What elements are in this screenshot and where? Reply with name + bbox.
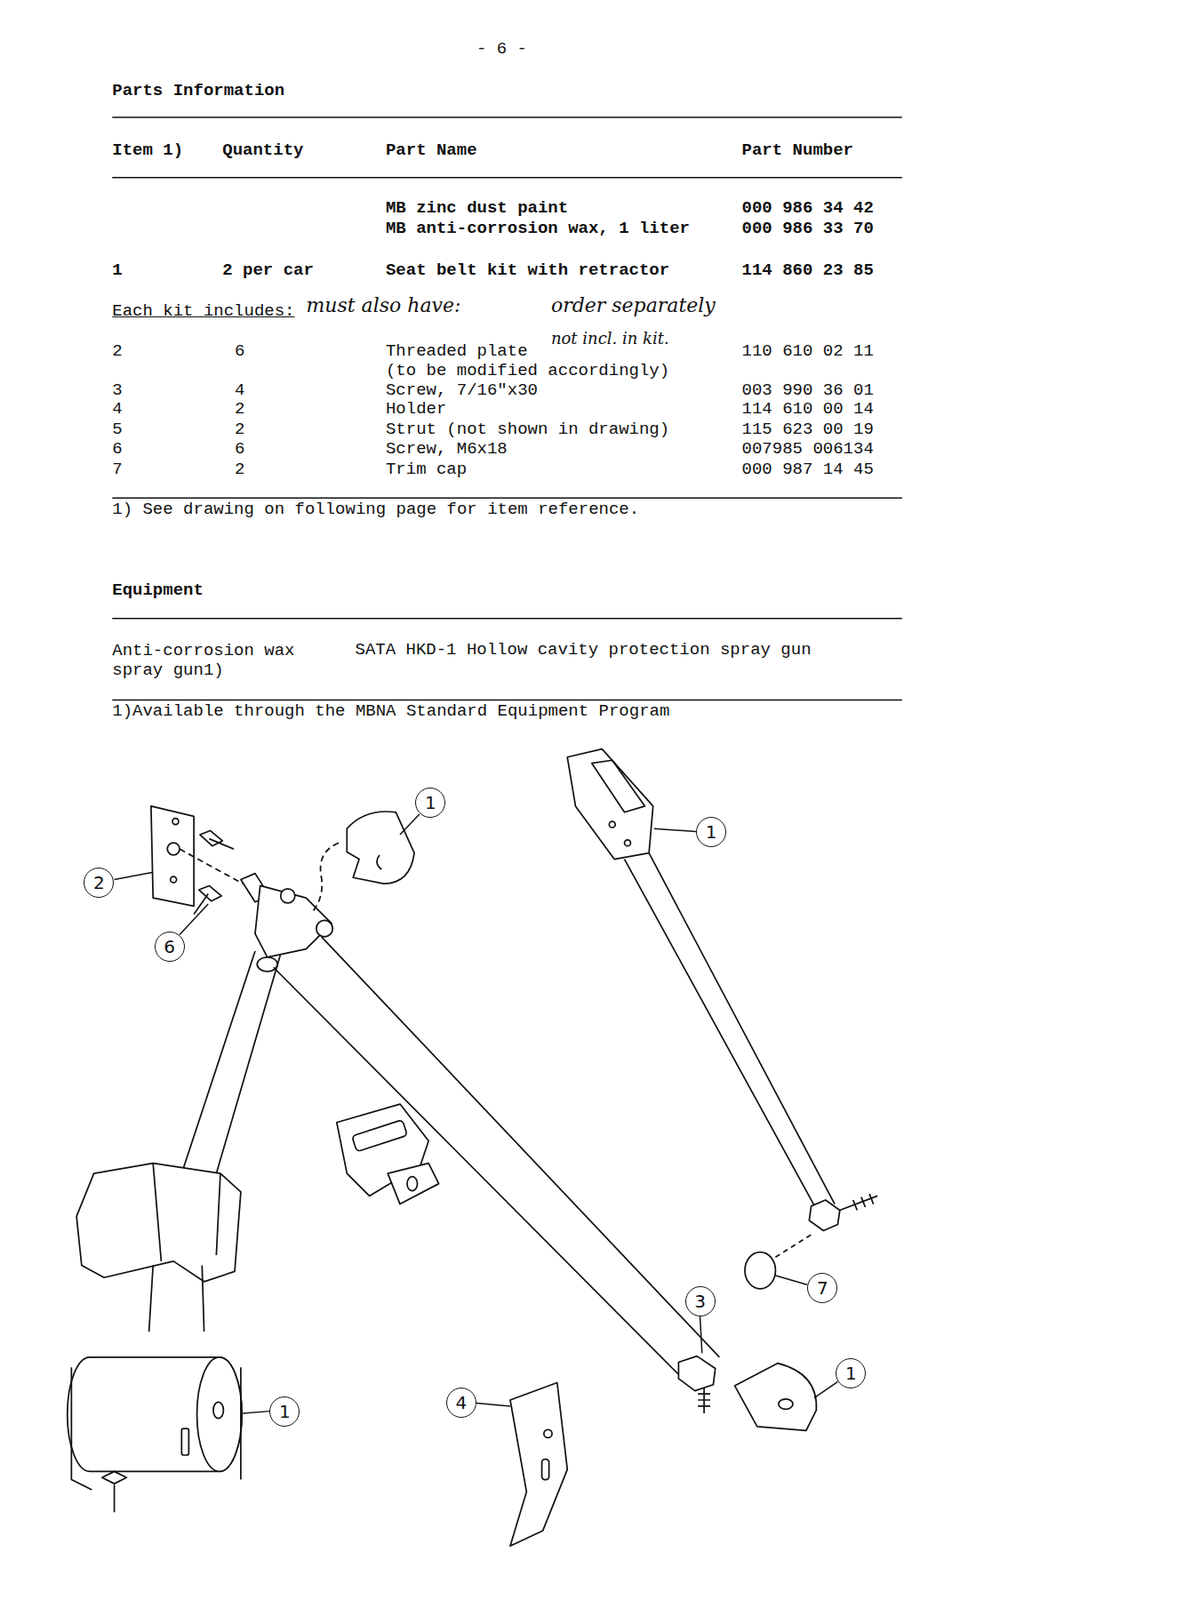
table-text: Anti-corrosion wax spray gun1) bbox=[112, 640, 305, 680]
callout-number: 1 bbox=[705, 823, 718, 841]
table-text: 6 bbox=[234, 439, 245, 459]
callout-circle: 1 bbox=[415, 787, 446, 818]
table-text: Quantity bbox=[222, 140, 304, 160]
handwritten-note: not incl. in kit. bbox=[551, 328, 670, 349]
callout-number: 2 bbox=[93, 873, 105, 892]
callout-circle: 4 bbox=[446, 1387, 477, 1418]
table-text: (to be modified accordingly) bbox=[385, 360, 670, 381]
callout-circle: 2 bbox=[83, 867, 114, 898]
callout-circle: 1 bbox=[269, 1396, 300, 1427]
table-text: 000 986 33 70 bbox=[742, 218, 874, 239]
table-text: 2 bbox=[234, 399, 245, 419]
table-text: Threaded plate bbox=[385, 341, 528, 361]
table-text: 1) See drawing on following page for ite… bbox=[112, 499, 640, 520]
callout-number: 1 bbox=[845, 1364, 857, 1383]
table-text: 007985 006134 bbox=[742, 439, 874, 459]
table-text: 2 bbox=[234, 419, 245, 440]
table-text: 1)Available through the MBNA Standard Eq… bbox=[112, 701, 670, 721]
table-text: 6 bbox=[112, 439, 122, 459]
callout-number: 4 bbox=[456, 1393, 468, 1412]
table-text: MB anti-corrosion wax, 1 liter bbox=[385, 218, 690, 239]
callout-number: 7 bbox=[816, 1279, 829, 1297]
table-text: Screw, 7/16"x30 bbox=[385, 380, 538, 400]
table-text: Trim cap bbox=[385, 459, 467, 480]
table-text: 110 610 02 11 bbox=[742, 341, 874, 361]
table-text: 4 bbox=[234, 380, 245, 400]
table-text: Strut (not shown in drawing) bbox=[385, 419, 670, 440]
callout-circle: 1 bbox=[835, 1358, 866, 1389]
table-text: Part Name bbox=[385, 140, 478, 160]
table-text: 114 860 23 85 bbox=[742, 260, 874, 280]
table-text: 4 bbox=[112, 399, 122, 419]
table-text: SATA HKD-1 Hollow cavity protection spra… bbox=[354, 640, 811, 660]
table-text: 114 610 00 14 bbox=[742, 399, 874, 419]
table-text: 2 bbox=[234, 459, 245, 480]
callout-number: 3 bbox=[694, 1292, 706, 1311]
callout-number: 1 bbox=[424, 793, 437, 812]
table-text: 5 bbox=[112, 419, 122, 440]
table-text: Part Number bbox=[742, 140, 854, 160]
table-text: Item 1) bbox=[112, 140, 184, 160]
table-text: 7 bbox=[112, 459, 122, 480]
table-text: - 6 - bbox=[476, 39, 528, 59]
handwritten-note: must also have: bbox=[305, 294, 461, 318]
table-text: 6 bbox=[234, 341, 245, 361]
table-text: Each kit includes: bbox=[112, 301, 295, 321]
table-text: 000 986 34 42 bbox=[742, 198, 874, 218]
table-text: Seat belt kit with retractor bbox=[385, 260, 670, 280]
callout-circle: 6 bbox=[154, 931, 185, 962]
table-text: 003 990 36 01 bbox=[742, 380, 874, 400]
table-text: 3 bbox=[112, 380, 122, 400]
callout-number: 1 bbox=[279, 1402, 291, 1421]
callout-circle: 3 bbox=[685, 1286, 716, 1317]
table-text: MB zinc dust paint bbox=[385, 198, 568, 218]
callout-circle: 7 bbox=[807, 1272, 838, 1304]
table-text: 1 bbox=[112, 260, 122, 280]
table-text: Screw, M6x18 bbox=[385, 439, 508, 459]
table-text: 115 623 00 19 bbox=[742, 419, 874, 440]
table-text: Holder bbox=[385, 399, 447, 419]
callout-circle: 1 bbox=[696, 816, 727, 848]
handwritten-note: order separately bbox=[551, 294, 716, 318]
section-heading: Parts Information bbox=[112, 80, 285, 101]
table-text: Equipment bbox=[112, 580, 204, 600]
table-text: 2 bbox=[112, 341, 122, 361]
callout-number: 6 bbox=[163, 937, 176, 956]
table-text: 000 987 14 45 bbox=[742, 459, 874, 480]
table-text: 2 per car bbox=[222, 260, 314, 280]
